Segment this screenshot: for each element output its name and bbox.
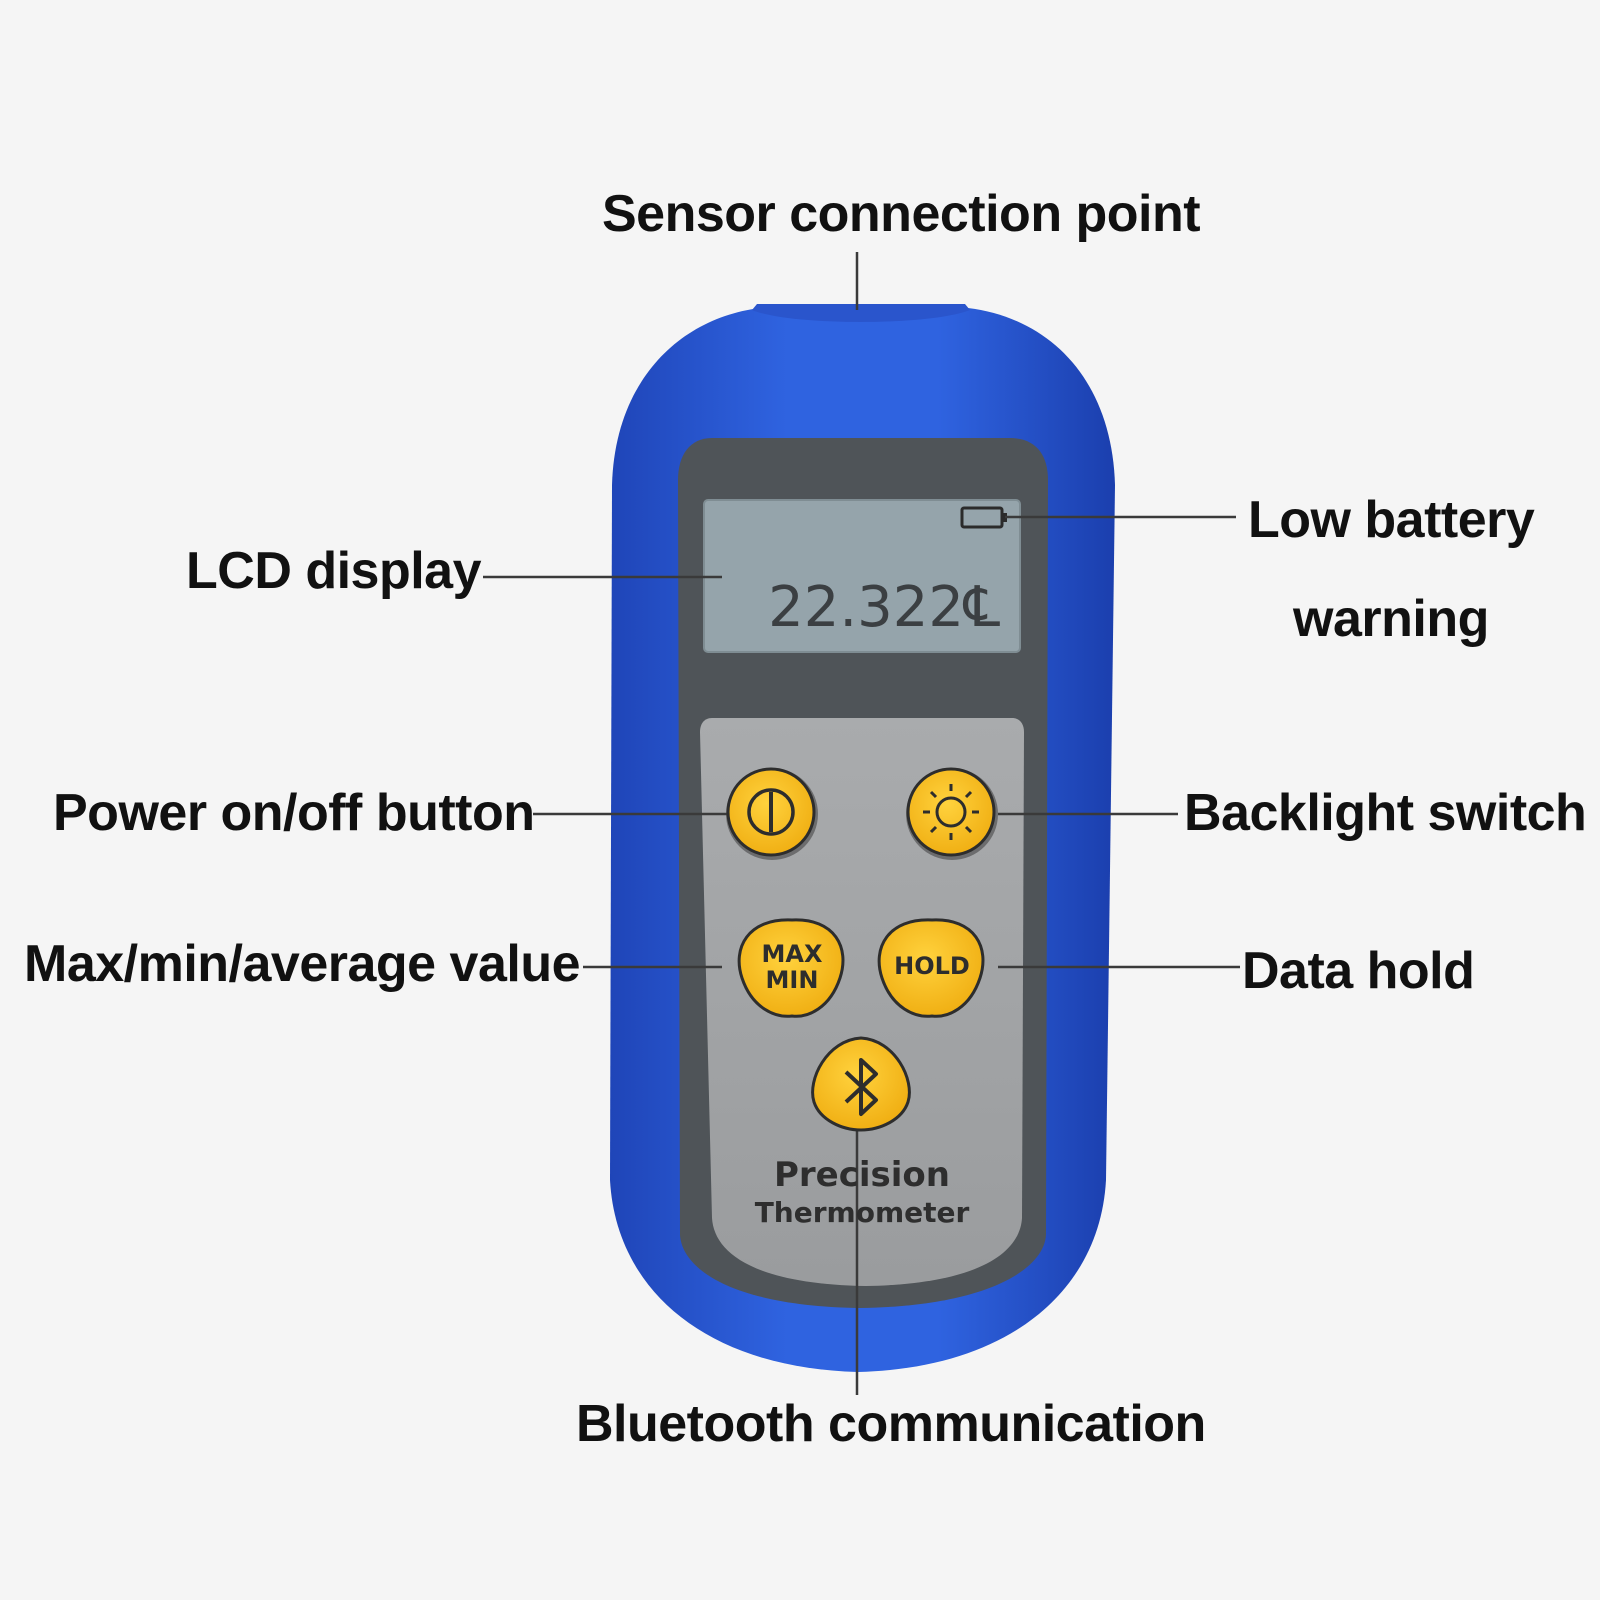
- brand-precision: Precision: [774, 1155, 950, 1195]
- sensor-port: [752, 304, 970, 322]
- maxmin-label-bottom: MIN: [766, 966, 819, 994]
- battery-low-icon: [960, 506, 1007, 529]
- brand-thermometer: Thermometer: [755, 1196, 970, 1229]
- label-data-hold: Data hold: [1242, 942, 1475, 1000]
- label-maxmin-value: Max/min/average value: [24, 935, 581, 993]
- label-low-battery-line1: Low battery: [1248, 491, 1535, 549]
- maxmin-button[interactable]: MAX MIN: [737, 918, 845, 1018]
- lcd-reading: 22.322℄: [768, 575, 1000, 640]
- power-icon: [747, 788, 795, 836]
- bluetooth-button[interactable]: [811, 1036, 911, 1132]
- label-low-battery-line2: warning: [1293, 590, 1489, 648]
- power-button[interactable]: [726, 767, 818, 860]
- hold-label: HOLD: [894, 952, 970, 980]
- label-sensor-connection: Sensor connection point: [602, 185, 1201, 243]
- label-lcd-display: LCD display: [186, 542, 482, 600]
- lcd-screen: 22.322℄: [703, 499, 1021, 653]
- keypad-panel: [700, 718, 1024, 1286]
- leader-lines: [483, 252, 1240, 1395]
- label-bluetooth: Bluetooth communication: [576, 1395, 1206, 1453]
- bluetooth-icon: [844, 1058, 878, 1116]
- label-power-button: Power on/off button: [53, 784, 535, 842]
- label-backlight-switch: Backlight switch: [1184, 784, 1587, 842]
- backlight-button[interactable]: [906, 767, 998, 860]
- sun-icon: [923, 784, 979, 840]
- maxmin-label-top: MAX: [762, 940, 823, 968]
- hold-button[interactable]: HOLD: [877, 918, 985, 1018]
